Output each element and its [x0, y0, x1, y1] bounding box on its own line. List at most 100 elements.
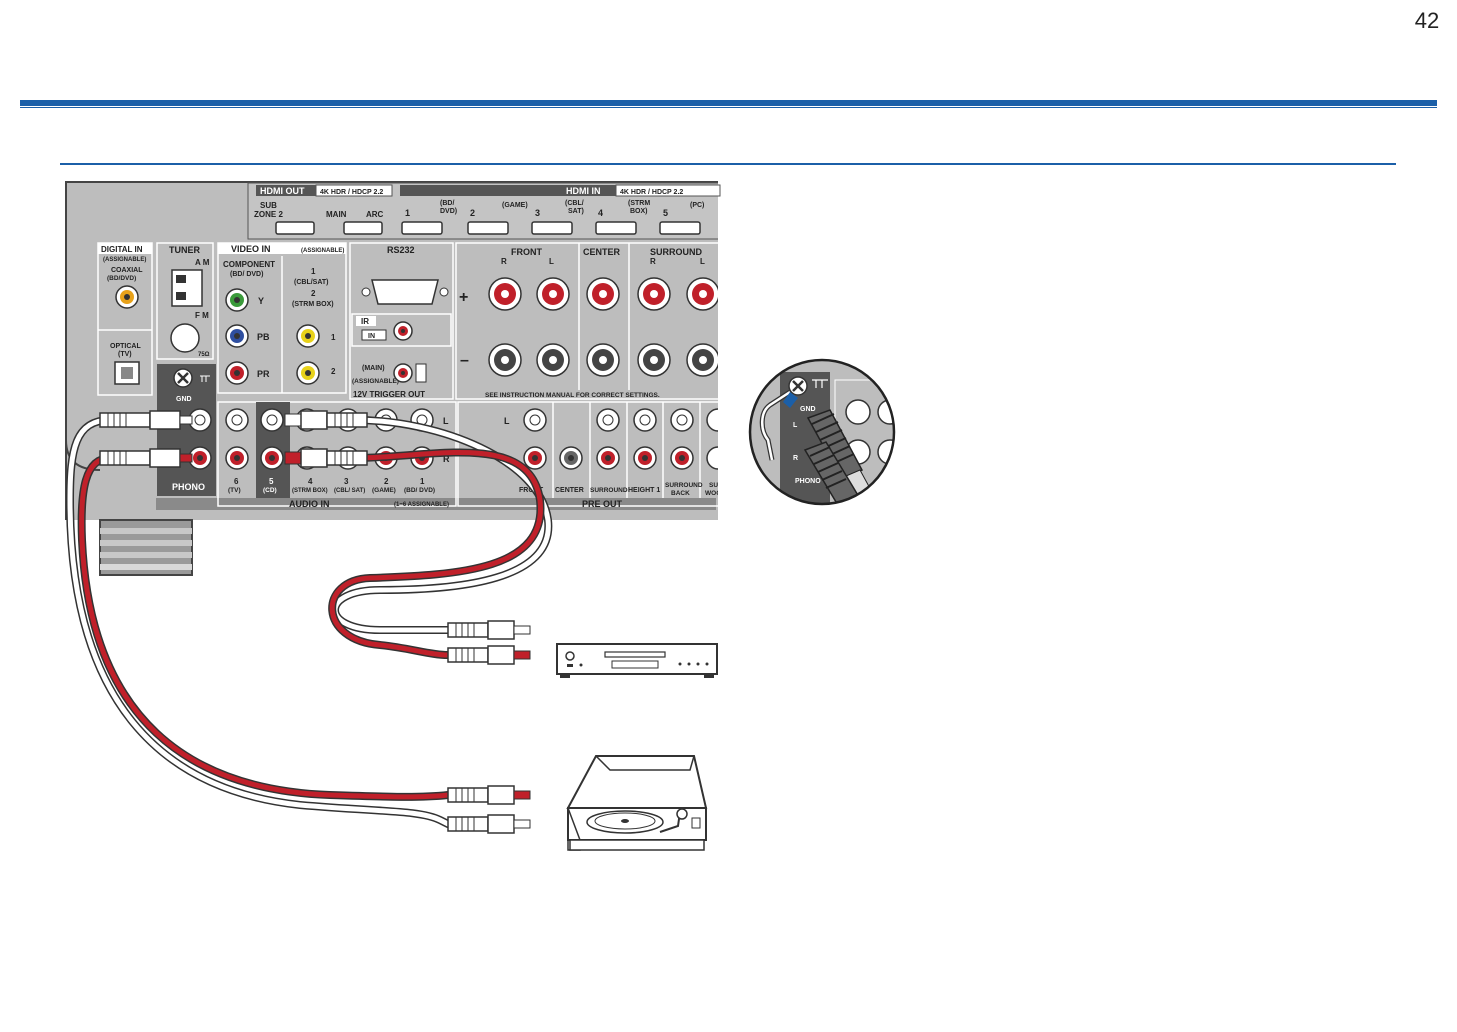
hdmi-in-1-label: (BD/ [440, 200, 454, 207]
audio-in-3-name: (CBL/ SAT) [334, 488, 365, 494]
hdmi-in-port-1[interactable] [401, 221, 443, 235]
component-pr-label: PR [257, 369, 270, 379]
pre-out-sub-2[interactable] [706, 446, 729, 470]
tuner-am: A M [195, 258, 210, 267]
hdmi-port-zone2[interactable] [275, 221, 315, 235]
phono-cable [65, 416, 452, 828]
pre-out-surround-back-label2: BACK [671, 490, 690, 497]
hdmi-in-1-label2: DVD) [440, 208, 457, 215]
pre-out-sub-label2: WOO [705, 490, 721, 497]
audio-in-assign: (1~6 ASSIGNABLE) [394, 502, 449, 508]
speaker-note: SEE INSTRUCTION MANUAL FOR CORRECT SETTI… [485, 392, 660, 399]
inset-r-label: R [793, 455, 798, 462]
optical-source: (TV) [118, 351, 132, 358]
tuner-section: TUNER A M F M 75Ω [156, 242, 214, 360]
component-pb-label: PB [257, 332, 270, 342]
hdmi-in-port-5[interactable] [659, 221, 701, 235]
control-section: RS232 IR IN (MAIN) (ASSIGNABLE) 12V TRIG… [349, 242, 454, 400]
component-label: COMPONENT [223, 260, 275, 269]
hdmi-in-4-label: (STRM [628, 200, 650, 207]
hdmi-in-1-num: 1 [405, 208, 410, 218]
optical-label: OPTICAL [110, 343, 141, 350]
hdmi-in-port-3[interactable] [531, 221, 573, 235]
hdmi-out-section: HDMI OUT 4K HDR / HDCP 2.2 SUB ZONE 2 MA… [254, 184, 393, 235]
rca-plug-phono-l [99, 410, 193, 430]
hdmi-in-5-num: 5 [663, 208, 668, 218]
pre-out-title: PRE OUT [582, 499, 623, 509]
hdmi-port-main[interactable] [343, 221, 383, 235]
front-label: FRONT [511, 247, 542, 257]
hdmi-in-3-label2: SAT) [568, 208, 584, 215]
coaxial-source: (BD/DVD) [107, 275, 136, 282]
audio-in-1-num: 1 [420, 477, 425, 486]
audio-in-1-name: (BD/ DVD) [404, 487, 435, 494]
composite-jack-2-label: 2 [331, 367, 336, 376]
turntable-icon [566, 755, 708, 851]
hdmi-in-4-label2: BOX) [630, 208, 648, 215]
pre-out-sub-1[interactable] [706, 408, 729, 432]
hdmi-in-2-label: (GAME) [502, 202, 528, 209]
video-src1-name: (CBL/SAT) [294, 279, 328, 286]
rca-plug-cd-l [284, 410, 368, 430]
hdmi-out-main: MAIN [326, 210, 347, 219]
hdmi-in-5-label: (PC) [690, 202, 704, 209]
hdmi-in-3-num: 3 [535, 208, 540, 218]
hdmi-out-title: HDMI OUT [260, 186, 305, 196]
ir-title: IR [361, 317, 369, 326]
component-y-label: Y [258, 296, 264, 306]
receiver-foot [99, 519, 193, 576]
rca-plug-cd-r [284, 448, 368, 468]
video-src2-name: (STRM BOX) [292, 301, 334, 308]
surround-label: SURROUND [650, 247, 703, 257]
video-in-title: VIDEO IN [231, 244, 271, 254]
surround-l-label: L [700, 257, 705, 266]
rs232-port[interactable] [371, 279, 439, 305]
front-r-label: R [501, 257, 507, 266]
pre-out-surround-back-label: SURROUND [665, 482, 703, 489]
rs232-title: RS232 [387, 245, 415, 255]
header-rule [20, 100, 1437, 106]
tuner-fm: F M [195, 311, 209, 320]
cd-player-icon [556, 643, 718, 678]
hdmi-out-zone2: ZONE 2 [254, 210, 283, 219]
digital-in-assign: (ASSIGNABLE) [103, 257, 146, 263]
trigger-main: (MAIN) [362, 365, 385, 372]
negative-label: – [460, 352, 469, 369]
fm-antenna-jack[interactable] [170, 323, 200, 353]
hdmi-in-title: HDMI IN [566, 186, 601, 196]
pre-out-height1-label: HEIGHT 1 [628, 487, 660, 494]
page-number: 42 [1414, 8, 1440, 33]
hdmi-in-4-num: 4 [598, 208, 603, 218]
front-l-label: L [549, 257, 554, 266]
audio-in-2-num: 2 [384, 477, 389, 486]
inset-gnd-label: GND [800, 406, 816, 413]
rca-plug-turntable-l [447, 814, 531, 834]
hdmi-out-badge: 4K HDR / HDCP 2.2 [320, 189, 383, 196]
hdmi-in-port-4[interactable] [595, 221, 637, 235]
pre-out-sub-label: SU [709, 482, 718, 489]
trigger-title: 12V TRIGGER OUT [353, 390, 425, 399]
hdmi-in-port-2[interactable] [467, 221, 509, 235]
video-in-assign: (ASSIGNABLE) [301, 248, 344, 254]
phono-label: PHONO [172, 482, 205, 492]
arrow-icon [783, 392, 798, 408]
audio-in-5-name: (CD) [263, 487, 277, 494]
video-src2-num: 2 [311, 289, 316, 298]
trigger-assign: (ASSIGNABLE) [352, 378, 399, 385]
audio-in-l-label: L [443, 416, 449, 426]
pre-out-l-label: L [504, 416, 510, 426]
audio-in-4-name: (STRM BOX) [292, 488, 328, 494]
tuner-title: TUNER [169, 245, 200, 255]
video-in-section: VIDEO IN (ASSIGNABLE) COMPONENT (BD/ DVD… [217, 242, 347, 394]
digital-in-title: DIGITAL IN [101, 245, 143, 254]
hdmi-in-section: HDMI IN 4K HDR / HDCP 2.2 1 (BD/ DVD) 2 … [400, 184, 721, 235]
audio-in-title: AUDIO IN [289, 499, 330, 509]
positive-label: + [459, 289, 468, 306]
phono-section: GND PHONO [157, 364, 216, 496]
header-rule-thin [20, 107, 1437, 108]
section-rule [60, 163, 1396, 165]
hdmi-in-badge: 4K HDR / HDCP 2.2 [620, 189, 683, 196]
rca-plug-cd-player-r [447, 645, 531, 665]
audio-in-3-num: 3 [344, 477, 349, 486]
digital-in-section: DIGITAL IN (ASSIGNABLE) COAXIAL (BD/DVD)… [97, 242, 153, 396]
